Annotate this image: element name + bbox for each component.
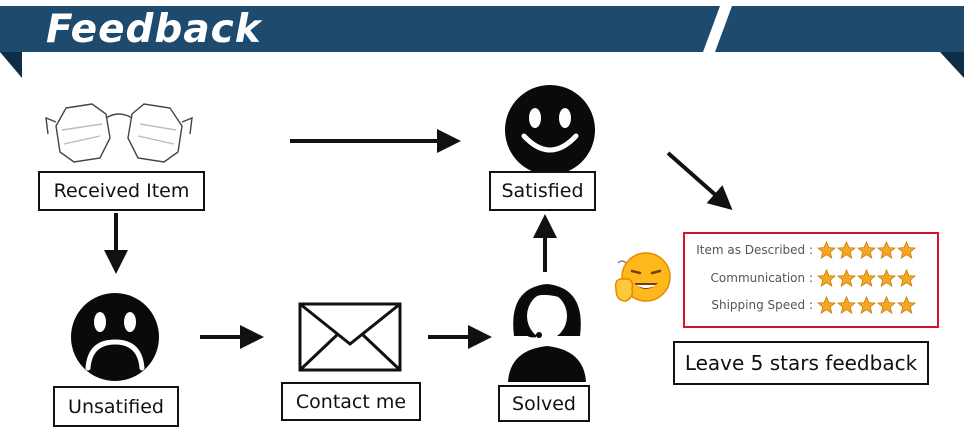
star-icon	[897, 268, 916, 287]
page-title: Feedback	[46, 7, 262, 52]
thumbs-up-emoji-icon	[614, 252, 671, 302]
star-icon	[897, 240, 916, 259]
label-solved: Solved	[498, 385, 590, 422]
rating-row-item-as-described: Item as Described :	[685, 239, 935, 261]
sad-face-icon	[71, 293, 159, 381]
header-banner	[0, 6, 964, 78]
star-icon	[837, 240, 856, 259]
star-rating	[817, 268, 916, 288]
rating-row-shipping-speed: Shipping Speed :	[685, 294, 935, 316]
star-icon	[817, 295, 836, 314]
star-rating	[817, 240, 916, 260]
happy-face-icon	[505, 85, 595, 175]
rating-row-communication: Communication :	[685, 267, 935, 289]
glasses-icon	[45, 103, 193, 163]
rating-card: Item as Described : Communication : Ship…	[683, 232, 939, 328]
star-rating	[817, 295, 916, 315]
star-icon	[877, 295, 896, 314]
label-satisfied: Satisfied	[489, 171, 596, 211]
star-icon	[837, 295, 856, 314]
arrow-satisfied-to-rating	[666, 151, 733, 210]
label-received-item: Received Item	[38, 171, 205, 211]
star-icon	[857, 295, 876, 314]
leave-feedback-label: Leave 5 stars feedback	[673, 341, 929, 385]
label-unsatisfied: Unsatified	[53, 386, 179, 427]
star-icon	[857, 240, 876, 259]
star-icon	[897, 295, 916, 314]
star-icon	[817, 268, 836, 287]
star-icon	[817, 240, 836, 259]
rating-label: Shipping Speed :	[711, 298, 813, 312]
label-contact-me: Contact me	[281, 382, 421, 421]
star-icon	[877, 240, 896, 259]
star-icon	[857, 268, 876, 287]
support-agent-icon	[508, 284, 586, 382]
star-icon	[877, 268, 896, 287]
star-icon	[837, 268, 856, 287]
rating-label: Communication :	[710, 271, 813, 285]
envelope-icon	[298, 302, 402, 372]
rating-label: Item as Described :	[696, 243, 813, 257]
